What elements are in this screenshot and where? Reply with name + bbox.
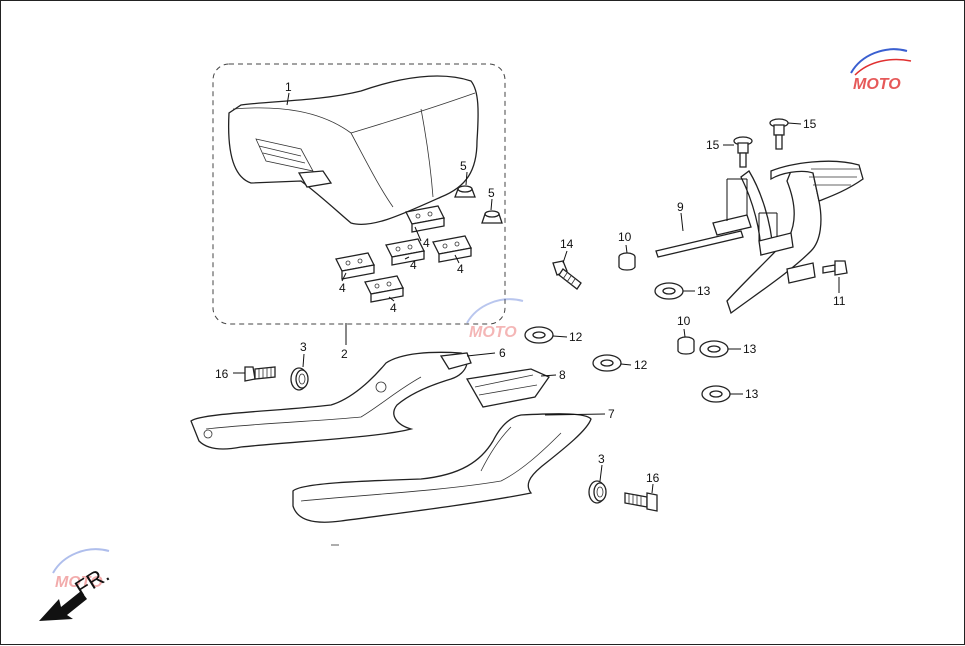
front-direction-indicator: FR. [39, 561, 114, 621]
washer-13-a [654, 282, 684, 300]
callout-10-bottom: 10 [677, 314, 691, 328]
callout-12-b: 12 [634, 358, 648, 372]
callout-1: 1 [285, 80, 292, 94]
callout-7: 7 [608, 407, 615, 421]
callout-8: 8 [559, 368, 566, 382]
washer-12-a [524, 326, 554, 344]
callout-11: 11 [833, 294, 846, 308]
bolt-15-right [769, 118, 789, 150]
callout-4-e: 4 [390, 301, 397, 315]
side-cover-left [190, 351, 472, 450]
grommet-3-left [290, 367, 309, 391]
svg-text:MOTO: MOTO [55, 574, 103, 591]
callout-4-c: 4 [457, 262, 464, 276]
callout-3-right: 3 [598, 452, 605, 466]
callout-12-a: 12 [569, 330, 583, 344]
grommet-3-right [588, 480, 607, 504]
callout-13-c: 13 [745, 387, 759, 401]
svg-text:MOTO: MOTO [853, 76, 901, 93]
washer-13-b [699, 340, 729, 358]
callout-5-b: 5 [488, 186, 495, 200]
callout-14: 14 [560, 237, 574, 251]
seat [227, 75, 479, 225]
watermark-logo-top-right: MOTO [850, 48, 912, 93]
rear-rack [655, 160, 864, 315]
callout-9: 9 [677, 200, 684, 214]
cushion [481, 210, 503, 224]
washer-13-c [701, 385, 731, 403]
rubber-block [385, 238, 425, 266]
rubber-block [405, 205, 445, 233]
svg-text:MOTO: MOTO [469, 324, 517, 341]
callout-5-a: 5 [460, 159, 467, 173]
bolt-16-right [624, 492, 658, 512]
callout-10-top: 10 [618, 230, 632, 244]
rear-fender-piece [465, 368, 550, 408]
bolt-15-left [733, 136, 753, 168]
rubber-block [432, 235, 472, 263]
collar-10-bottom [677, 336, 695, 355]
callout-13-b: 13 [743, 342, 757, 356]
callout-13-a: 13 [697, 284, 711, 298]
callout-2: 2 [341, 347, 348, 361]
callout-16-right: 16 [646, 471, 660, 485]
callout-16-left: 16 [215, 367, 229, 381]
bolt-11 [822, 260, 848, 276]
callout-6: 6 [499, 346, 506, 360]
callout-4-a: 4 [423, 236, 430, 250]
callout-15-left: 15 [706, 138, 720, 152]
rubber-block [335, 252, 375, 280]
callout-3-left: 3 [300, 340, 307, 354]
washer-12-b [592, 354, 622, 372]
callout-4-b: 4 [410, 258, 417, 272]
rubber-block [364, 275, 404, 303]
cushion [454, 185, 476, 198]
callout-15-right: 15 [803, 117, 817, 131]
watermark-logo-bottom-left: MOTO [52, 548, 110, 591]
leader-lines [233, 92, 840, 494]
seat-assembly-boundary [212, 63, 506, 325]
bolt-16-left [244, 366, 276, 382]
side-cover-right [292, 413, 592, 523]
front-arrow-icon [39, 591, 87, 621]
watermark-logo-center: MOTO [466, 298, 524, 341]
rubber-block-group [335, 205, 472, 303]
callouts: 1 2 3 3 4 4 4 4 4 5 5 6 7 8 9 10 10 11 1… [215, 80, 846, 485]
bolt-14 [552, 260, 582, 290]
callout-4-d: 4 [339, 281, 346, 295]
collar-10-top [618, 252, 636, 271]
